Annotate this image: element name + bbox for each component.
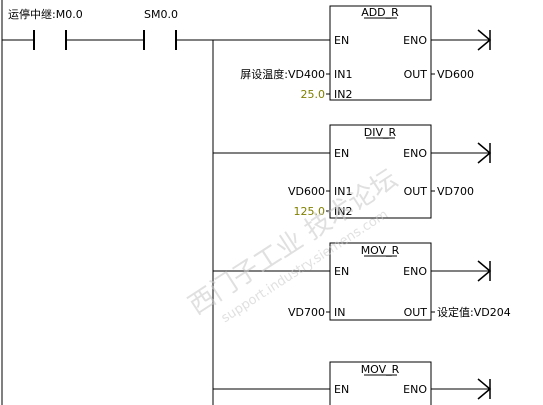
block-title: ADD_R (361, 6, 399, 19)
eno-pin: ENO (403, 383, 427, 396)
in2-pin: IN2 (334, 88, 352, 101)
in1-pin: IN1 (334, 68, 352, 81)
contact2-label: SM0.0 (144, 8, 178, 21)
en-pin: EN (334, 265, 349, 278)
mov-r-block[interactable]: MOV_R EN ENO IN OUT (329, 242, 432, 321)
output-arrow-icon (477, 260, 492, 282)
en-pin: EN (334, 147, 349, 160)
contact-no-icon[interactable] (66, 30, 177, 50)
out-pin: OUT (404, 68, 428, 81)
div-r-block[interactable]: DIV_R EN ENO IN1 IN2 OUT (329, 124, 432, 219)
output-arrow-icon (477, 29, 492, 51)
en-pin: EN (334, 383, 349, 396)
out-pin: OUT (404, 185, 428, 198)
block-title: DIV_R (364, 126, 397, 139)
block-title: MOV_R (361, 244, 400, 257)
en-pin: EN (334, 34, 349, 47)
mov-r-block[interactable]: MOV_R EN ENO (329, 361, 432, 405)
out-value: 设定值:VD204 (437, 305, 511, 319)
contact1-label: 运停中继:M0.0 (8, 7, 83, 21)
out-value: VD700 (437, 185, 474, 198)
in1-pin: IN1 (334, 185, 352, 198)
out-pin: OUT (404, 306, 428, 319)
eno-pin: ENO (403, 147, 427, 160)
in-value: VD700 (288, 306, 325, 319)
in2-value: 25.0 (301, 88, 326, 101)
out-value: VD600 (437, 68, 474, 81)
in-pin: IN (334, 306, 345, 319)
in2-pin: IN2 (334, 205, 352, 218)
eno-pin: ENO (403, 34, 427, 47)
output-arrow-icon (477, 142, 492, 164)
in2-value: 125.0 (294, 205, 326, 218)
block-title: MOV_R (361, 363, 400, 376)
output-arrow-icon (477, 378, 492, 400)
in1-value: 屏设温度:VD400 (240, 67, 325, 81)
eno-pin: ENO (403, 265, 427, 278)
in1-value: VD600 (288, 185, 325, 198)
add-r-block[interactable]: ADD_R EN ENO IN1 IN2 OUT (329, 5, 432, 101)
contact-no-icon[interactable] (2, 30, 67, 50)
